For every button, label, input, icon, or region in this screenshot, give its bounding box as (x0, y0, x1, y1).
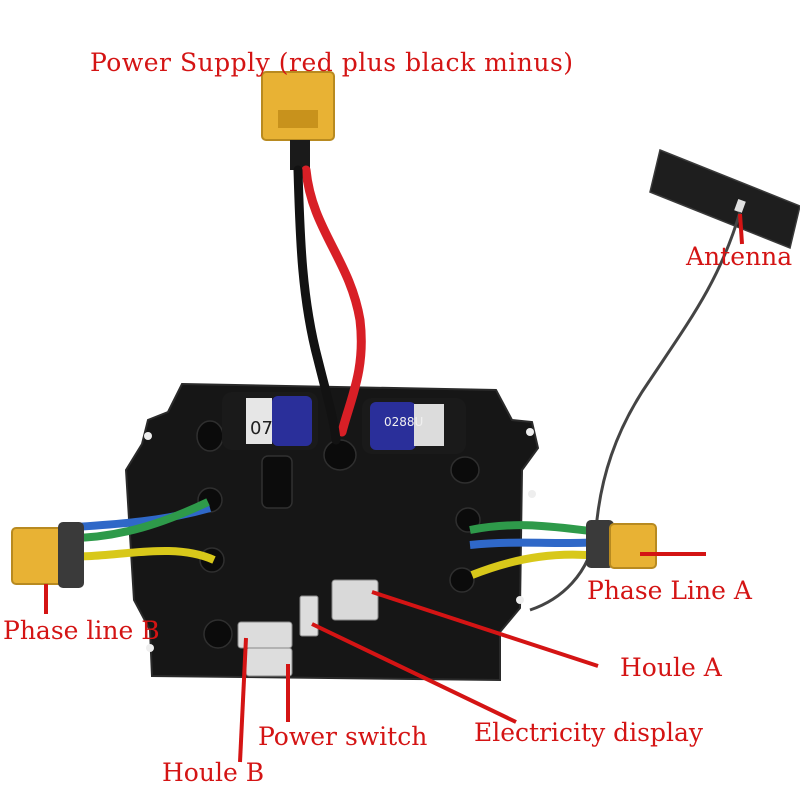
pointer-antenna (738, 213, 744, 245)
antenna-label: Antenna (686, 242, 793, 271)
power-supply-label: Power Supply (red plus black minus) (90, 48, 574, 77)
mount-hole (146, 644, 154, 652)
power-supply-connector (261, 71, 335, 170)
capacitor-right: 0288U (362, 398, 466, 454)
pointer-houle-b (238, 637, 248, 763)
capacitor-left: 07 (222, 392, 318, 450)
pointer-electricity (311, 622, 517, 724)
houle-b-label: Houle B (162, 758, 265, 787)
power-switch-label: Power switch (258, 722, 428, 751)
board-boss (323, 439, 357, 471)
pointer-lines (44, 213, 744, 763)
phase-line-b-label: Phase line B (3, 616, 160, 645)
mount-hole (526, 428, 534, 436)
power-switch-port (245, 647, 293, 677)
antenna-wire (529, 211, 742, 612)
board-boss (449, 567, 475, 593)
electricity-display-label: Electricity display (474, 718, 704, 747)
houle-a-port (331, 579, 379, 621)
houle-a-label: Houle A (620, 653, 722, 682)
capacitor-right-label: 0288U (384, 415, 423, 429)
mount-hole (516, 596, 524, 604)
board-component (261, 455, 293, 509)
phase-line-a-connector (586, 520, 657, 569)
mount-hole (528, 490, 536, 498)
pointer-houle-a (371, 590, 599, 668)
power-wire-red (301, 165, 366, 437)
phase-line-a-label: Phase Line A (587, 576, 752, 605)
capacitor-left-label: 07 (250, 418, 273, 439)
board-boss (196, 420, 224, 452)
electricity-display-port (299, 595, 319, 637)
phase-line-b-connector (11, 522, 84, 588)
mount-hole (144, 432, 152, 440)
power-wire-black (293, 165, 341, 445)
board-boss (203, 619, 233, 649)
board-boss (450, 456, 480, 484)
antenna-module (649, 148, 800, 250)
